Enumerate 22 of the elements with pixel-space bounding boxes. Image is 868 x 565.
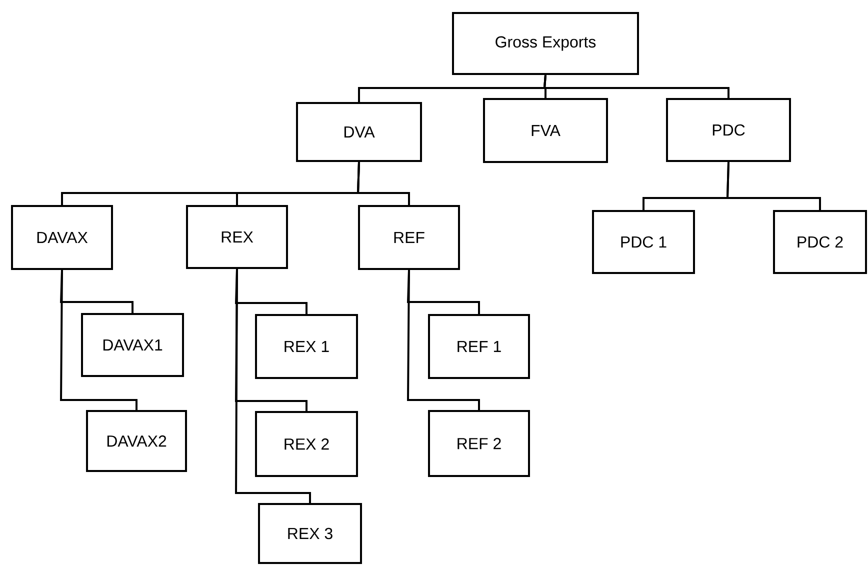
category-box: DVA: [296, 102, 422, 162]
category-box: REX 1: [255, 314, 358, 379]
category-box: REX 2: [255, 411, 358, 477]
connector-line: [726, 162, 821, 210]
category-box: PDC: [666, 98, 791, 162]
connector-line: [407, 270, 480, 410]
category-box: DAVAX1: [81, 313, 184, 377]
connector-line: [356, 162, 410, 205]
connector-line: [60, 270, 138, 410]
category-box: PDC 2: [773, 210, 867, 274]
category-box: DAVAX: [11, 205, 113, 270]
category-box: REF 2: [428, 410, 530, 477]
connector-line: [235, 269, 311, 503]
category-box: REX 3: [258, 503, 362, 564]
connector-line: [543, 74, 730, 98]
category-box: REF 1: [428, 314, 530, 379]
category-box: FVA: [483, 98, 608, 163]
category-box: PDC 1: [592, 210, 695, 274]
category-box: REF: [358, 205, 460, 270]
category-box: REX: [186, 205, 288, 269]
category-box: Gross Exports: [452, 12, 639, 75]
category-box: DAVAX2: [86, 410, 187, 472]
